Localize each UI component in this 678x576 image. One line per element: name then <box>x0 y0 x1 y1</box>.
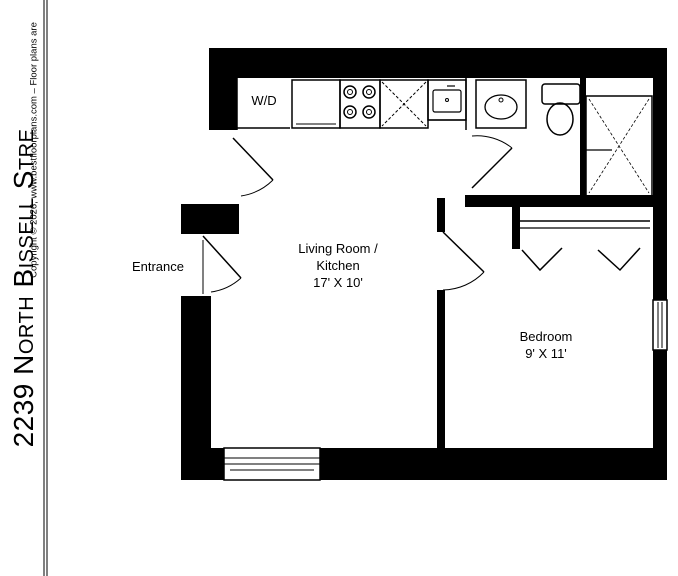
bathroom-fixtures <box>465 78 653 197</box>
exterior-walls <box>181 48 667 480</box>
living-room-label: Living Room / Kitchen 17' X 10' <box>268 240 408 291</box>
kitchen-counter <box>236 78 467 130</box>
bedroom-label: Bedroom 9' X 11' <box>496 328 596 362</box>
interior-walls <box>437 78 653 450</box>
washer-dryer-label: W/D <box>251 93 277 108</box>
south-window <box>223 447 321 481</box>
bedroom-name: Bedroom <box>519 329 573 344</box>
bedroom-size: 9' X 11' <box>525 346 567 361</box>
doors <box>202 135 513 294</box>
living-room-name: Living Room / <box>298 241 378 256</box>
east-window <box>652 299 668 351</box>
bedroom-closet <box>520 220 650 272</box>
living-room-size: 17' X 10' <box>313 275 363 290</box>
living-room-name-2: Kitchen <box>316 258 360 273</box>
entrance-label: Entrance <box>131 259 185 274</box>
